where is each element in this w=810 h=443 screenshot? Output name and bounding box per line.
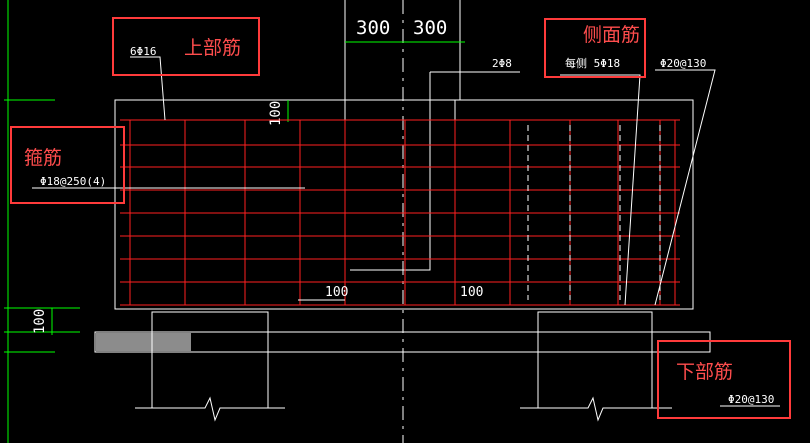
inner-dim-left: 100 <box>325 285 348 300</box>
side-bar-leader <box>560 74 641 306</box>
callout-bottom-bar-label: 下部筋 <box>676 361 734 383</box>
callout-side-bar <box>544 18 646 78</box>
cushion-hatch <box>96 333 191 351</box>
top-bar-leader <box>130 56 166 121</box>
callout-top-bar-label: 上部筋 <box>184 37 242 59</box>
callout-top-bar <box>112 17 260 76</box>
callout-stirrup-label: 箍筋 <box>24 147 63 169</box>
column-dim-right: 300 <box>413 17 447 39</box>
side-bar-label: 每侧 5Φ18 <box>565 56 620 70</box>
pile-left <box>135 311 285 422</box>
bottom-bar-label: Φ20@130 <box>728 393 774 406</box>
concrete-cushion <box>94 331 711 353</box>
top-bar-label: 6Φ16 <box>130 45 157 58</box>
rebar-mesh <box>120 119 680 306</box>
callout-bottom-bar <box>657 340 791 419</box>
callout-side-bar-label: 侧面筋 <box>583 24 641 46</box>
callout-stirrup <box>10 126 125 204</box>
pile-right <box>520 311 672 422</box>
bottom-cover-dimension: 100 <box>32 309 48 334</box>
bottom-bar-top-leader <box>654 69 716 306</box>
top-cover-dimension: 100 <box>268 101 284 126</box>
inner-dim-right: 100 <box>460 285 483 300</box>
stirrup-label: Φ18@250(4) <box>40 175 106 188</box>
column-dowel-right <box>350 72 431 271</box>
bottom-bar-label-top: Φ20@130 <box>660 57 706 70</box>
column-dowel-left <box>288 100 346 121</box>
tie-bar-label: 2Φ8 <box>492 57 512 70</box>
column-dim-left: 300 <box>356 17 390 39</box>
pile-cap-outline <box>114 99 694 310</box>
